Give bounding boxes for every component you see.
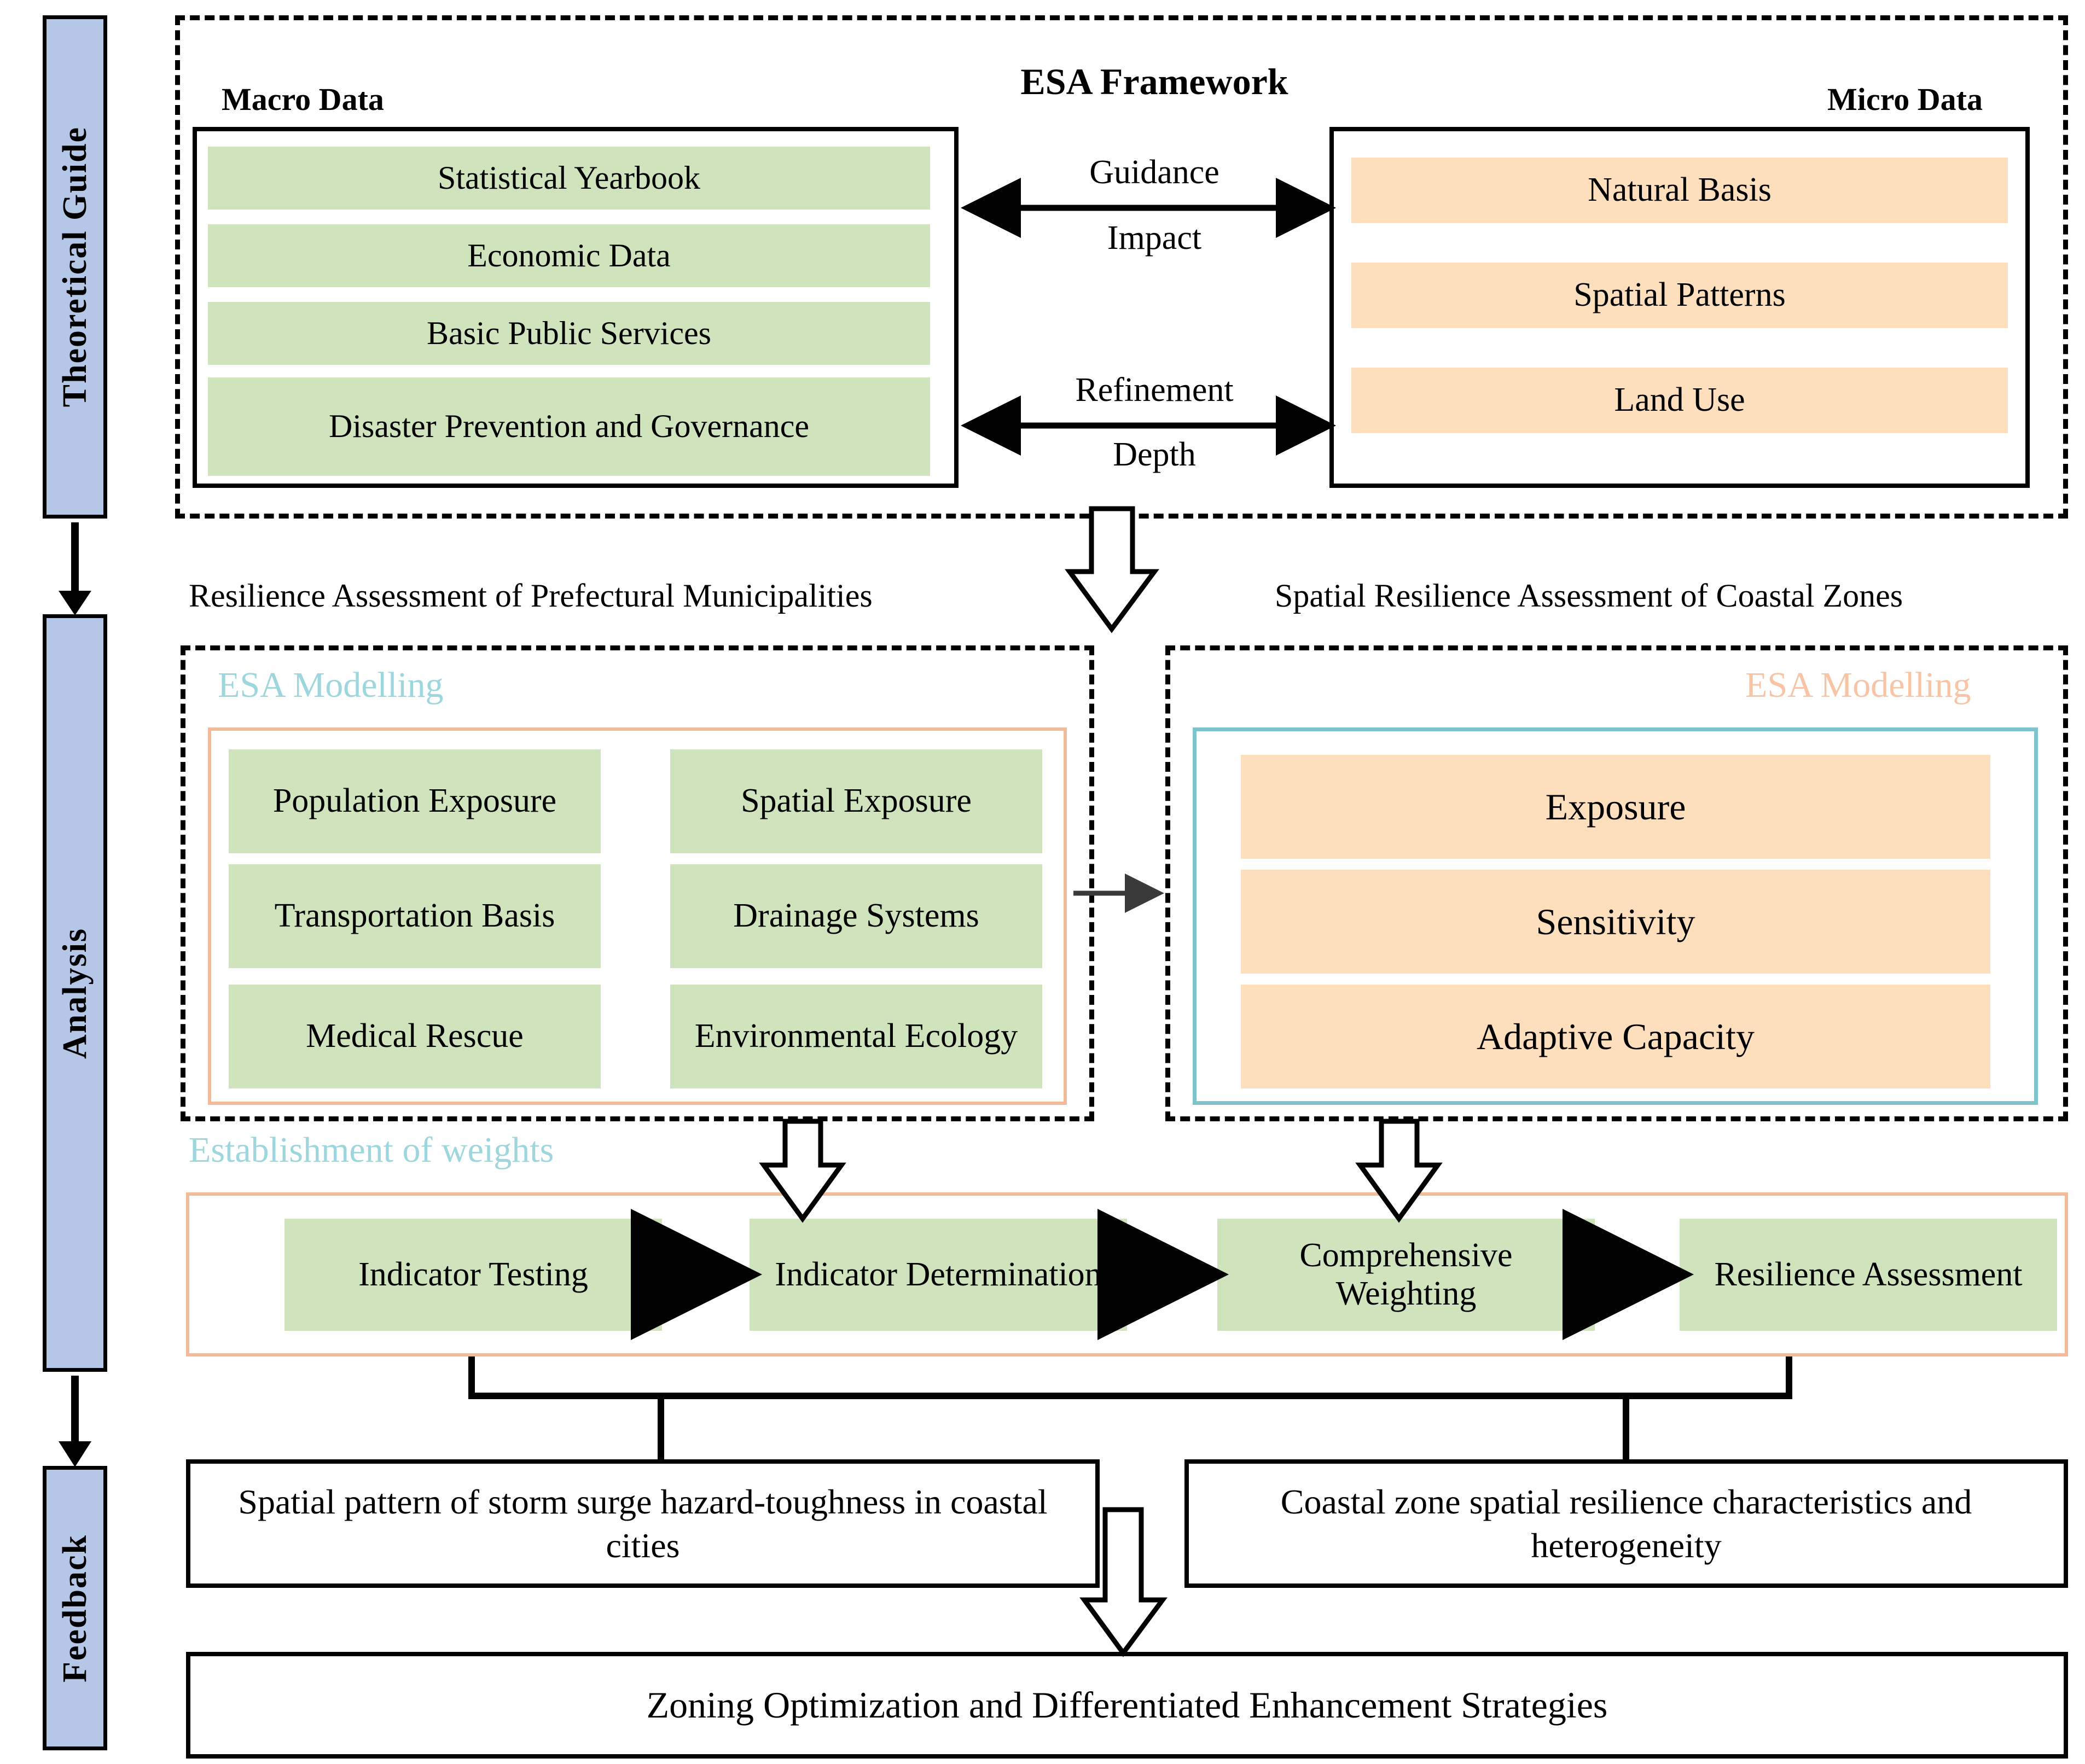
micro-item-label: Land Use xyxy=(1614,381,1745,419)
output-box-final: Zoning Optimization and Differentiated E… xyxy=(186,1652,2068,1759)
macro-item-disaster-prevention-and-governance: Disaster Prevention and Governance xyxy=(208,377,930,476)
macro-item-label: Economic Data xyxy=(467,237,671,273)
left-item-environmental-ecology: Environmental Ecology xyxy=(670,985,1042,1088)
left-item-label: Spatial Exposure xyxy=(741,782,972,820)
macro-data-heading: Macro Data xyxy=(222,81,384,117)
macro-item-label: Disaster Prevention and Governance xyxy=(328,408,810,445)
rail-label-analysis: Analysis xyxy=(56,927,94,1059)
left-item-spatial-exposure: Spatial Exposure xyxy=(670,749,1042,853)
right-item-label: Sensitivity xyxy=(1536,900,1695,942)
left-item-medical-rescue: Medical Rescue xyxy=(229,985,601,1088)
left-item-label: Population Exposure xyxy=(272,782,557,820)
right-item-adaptive-capacity: Adaptive Capacity xyxy=(1241,985,1990,1088)
rail-feedback: Feedback xyxy=(43,1466,107,1750)
rail-theoretical-guide: Theoretical Guide xyxy=(43,15,107,519)
rail-arrow-analysis-to-feedback xyxy=(59,1376,91,1467)
weights-step-label: Resilience Assessment xyxy=(1714,1255,2023,1293)
macro-item-statistical-yearbook: Statistical Yearbook xyxy=(208,147,930,209)
weights-step-indicator-determination: Indicator Determination xyxy=(750,1219,1127,1331)
weights-step-comprehensive-weighting: Comprehensive Weighting xyxy=(1217,1219,1595,1331)
output-box-right: Coastal zone spatial resilience characte… xyxy=(1184,1459,2068,1588)
output-left-label: Spatial pattern of storm surge hazard-to… xyxy=(238,1482,1048,1565)
left-item-population-exposure: Population Exposure xyxy=(229,749,601,853)
weights-step-indicator-testing: Indicator Testing xyxy=(284,1219,662,1331)
rail-label-theoretical-guide: Theoretical Guide xyxy=(56,126,94,407)
connector-label-refinement: Refinement xyxy=(1075,371,1234,409)
rail-arrow-guide-to-analysis xyxy=(59,522,91,615)
right-item-label: Exposure xyxy=(1545,785,1686,828)
micro-item-land-use: Land Use xyxy=(1351,368,2008,433)
connector-label-guidance: Guidance xyxy=(1089,154,1219,191)
output-right-label: Coastal zone spatial resilience characte… xyxy=(1280,1482,1972,1565)
output-final-label: Zoning Optimization and Differentiated E… xyxy=(646,1684,1608,1726)
micro-item-natural-basis: Natural Basis xyxy=(1351,158,2008,223)
right-item-exposure: Exposure xyxy=(1241,755,1990,859)
macro-item-economic-data: Economic Data xyxy=(208,224,930,287)
micro-item-label: Natural Basis xyxy=(1588,171,1772,209)
left-item-label: Transportation Basis xyxy=(274,897,555,935)
left-item-transportation-basis: Transportation Basis xyxy=(229,864,601,968)
hollow-arrow-framework-to-analysis xyxy=(1065,506,1159,633)
framework-title: ESA Framework xyxy=(1020,61,1288,102)
bracket-weights-to-outputs xyxy=(468,1357,1792,1459)
weights-step-resilience-assessment: Resilience Assessment xyxy=(1680,1219,2057,1331)
right-item-label: Adaptive Capacity xyxy=(1477,1015,1755,1057)
weights-step-label: Indicator Determination xyxy=(775,1255,1102,1293)
weights-label: Establishment of weights xyxy=(189,1130,554,1170)
micro-data-heading: Micro Data xyxy=(1827,81,1983,117)
left-item-label: Environmental Ecology xyxy=(694,1017,1018,1055)
weights-step-label: Indicator Testing xyxy=(358,1255,588,1293)
right-panel-esa-label: ESA Modelling xyxy=(1745,665,1971,705)
weights-step-label: Comprehensive Weighting xyxy=(1299,1237,1513,1312)
micro-item-label: Spatial Patterns xyxy=(1573,276,1786,314)
left-panel-esa-label: ESA Modelling xyxy=(218,665,444,705)
macro-item-basic-public-services: Basic Public Services xyxy=(208,302,930,365)
rail-analysis: Analysis xyxy=(43,614,107,1372)
rail-label-feedback: Feedback xyxy=(56,1534,94,1683)
connector-label-depth: Depth xyxy=(1113,436,1196,473)
macro-item-label: Basic Public Services xyxy=(427,315,711,351)
right-item-sensitivity: Sensitivity xyxy=(1241,870,1990,974)
left-item-drainage-systems: Drainage Systems xyxy=(670,864,1042,968)
micro-item-spatial-patterns: Spatial Patterns xyxy=(1351,263,2008,328)
left-item-label: Drainage Systems xyxy=(733,897,979,935)
right-panel-caption: Spatial Resilience Assessment of Coastal… xyxy=(1275,578,1903,614)
output-box-left: Spatial pattern of storm surge hazard-to… xyxy=(186,1459,1100,1588)
left-item-label: Medical Rescue xyxy=(306,1017,524,1055)
macro-item-label: Statistical Yearbook xyxy=(438,159,700,196)
left-panel-caption: Resilience Assessment of Prefectural Mun… xyxy=(189,578,873,614)
connector-label-impact: Impact xyxy=(1107,219,1202,257)
